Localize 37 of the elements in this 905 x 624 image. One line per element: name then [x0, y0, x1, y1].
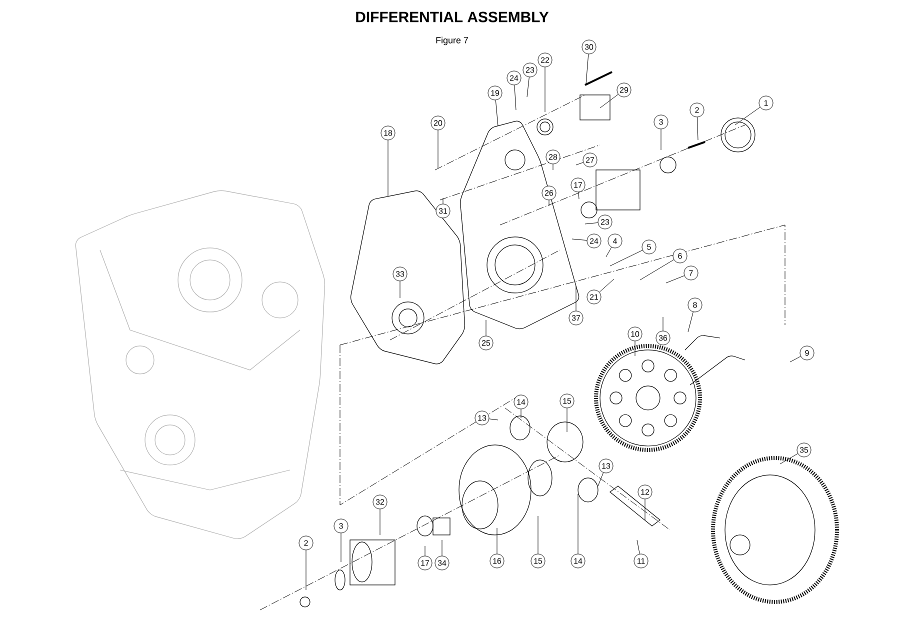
leader-line: [640, 259, 674, 280]
leader-line: [600, 94, 618, 108]
leader-line: [442, 198, 444, 204]
leader-line: [514, 84, 516, 110]
leader-line: [572, 238, 588, 241]
title: DIFFERENTIAL ASSEMBLY: [356, 12, 549, 22]
leader-line: [576, 162, 584, 166]
leader-line: [548, 200, 550, 206]
leader-line: [599, 278, 614, 292]
leader-line: [666, 275, 685, 284]
leader-line: [634, 340, 636, 356]
leader-line: [636, 540, 640, 554]
leader-line: [566, 408, 568, 432]
leader-line: [606, 247, 612, 258]
leader-line: [610, 250, 643, 266]
leader-line: [584, 222, 598, 224]
leader-line: [598, 472, 604, 486]
figure-caption: Figure 7: [436, 36, 468, 46]
leader-line: [488, 418, 498, 420]
leader-line: [424, 546, 426, 556]
leader-line: [660, 128, 662, 150]
leader-line: [662, 316, 664, 331]
leader-line: [780, 453, 798, 464]
leader-line: [544, 67, 546, 112]
leader-line: [688, 312, 694, 332]
leader-line: [496, 528, 498, 554]
leader-line: [586, 54, 589, 84]
leader-line: [495, 100, 498, 126]
leader-line: [734, 106, 760, 126]
leader-line: [526, 76, 530, 98]
leader-line: [578, 192, 580, 200]
leader-line: [790, 356, 801, 362]
leader-line: [552, 164, 554, 170]
leader-line: [644, 498, 646, 520]
leader-line: [520, 408, 522, 418]
leader-line: [697, 116, 698, 140]
leader-line: [340, 532, 342, 562]
